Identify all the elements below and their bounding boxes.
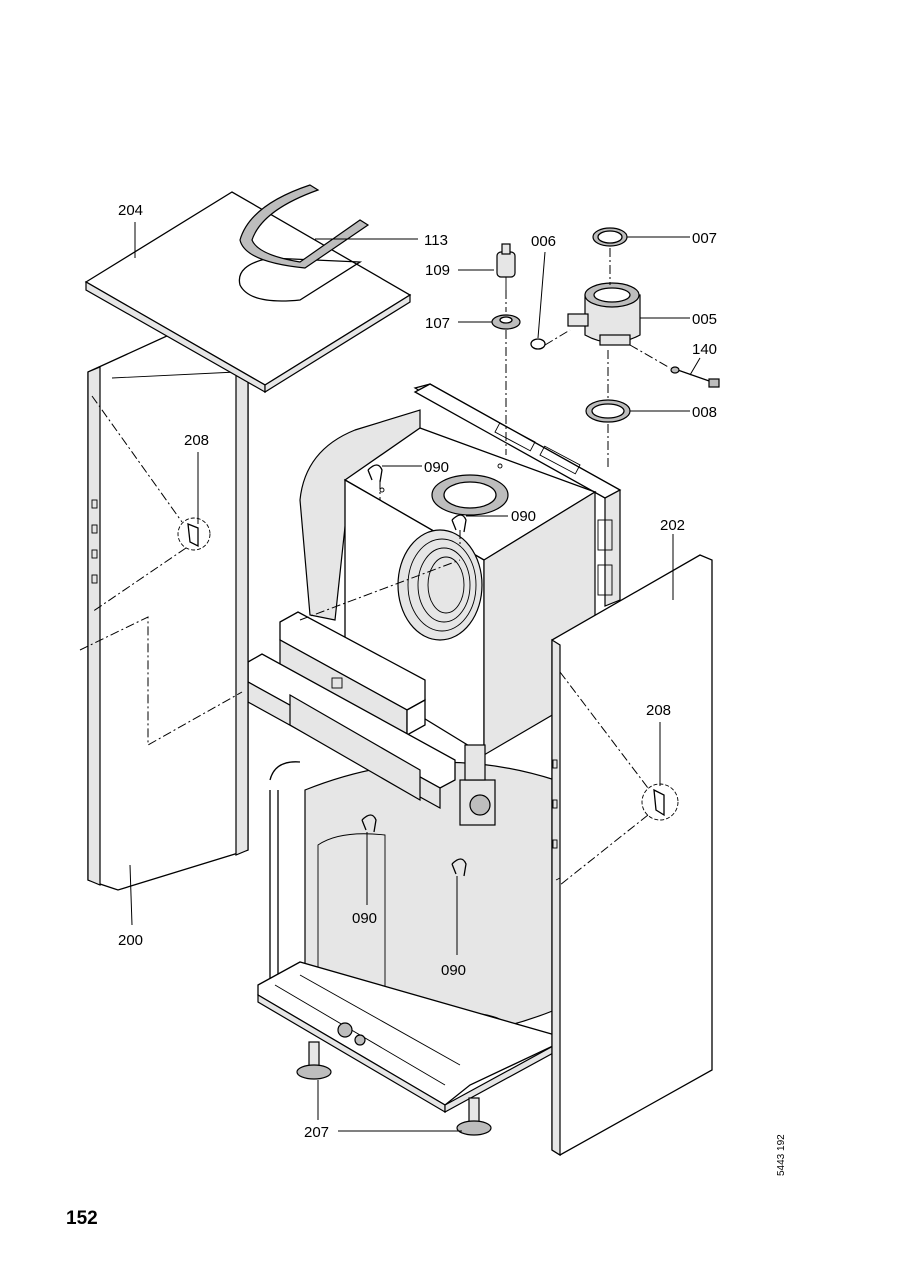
label-007: 007 — [692, 230, 717, 247]
bracket-208-left — [177, 517, 211, 551]
label-208-left: 208 — [184, 432, 209, 449]
base-frame — [257, 961, 556, 1114]
label-005: 005 — [692, 311, 717, 328]
label-207: 207 — [304, 1124, 329, 1141]
label-090-c: 090 — [352, 910, 377, 927]
clip-090-c — [361, 814, 377, 833]
sensor-140 — [670, 366, 720, 388]
flue-adaptor-005 — [567, 282, 641, 346]
gasket-008 — [585, 399, 631, 423]
rear-frame — [413, 383, 622, 607]
air-vent-109 — [496, 243, 516, 290]
assembly-lines — [79, 248, 671, 886]
clip-090-a — [367, 464, 383, 483]
top-cover — [84, 191, 412, 394]
label-202: 202 — [660, 517, 685, 534]
document-code: 5443 192 — [776, 1134, 787, 1176]
label-200: 200 — [118, 932, 143, 949]
heat-exchanger-module — [299, 409, 597, 757]
label-204: 204 — [118, 202, 143, 219]
label-006: 006 — [531, 233, 556, 250]
label-208-right: 208 — [646, 702, 671, 719]
adjustable-foot-right — [456, 1097, 492, 1136]
label-090-a: 090 — [424, 459, 449, 476]
gasket-107 — [491, 314, 521, 330]
o-ring-006 — [530, 338, 546, 350]
leader-lines — [129, 222, 701, 1132]
front-panel-right — [551, 554, 713, 1157]
label-140: 140 — [692, 341, 717, 358]
seal-113 — [239, 184, 370, 269]
label-008: 008 — [692, 404, 717, 421]
part-labels: 204 113 109 006 007 107 005 140 008 208 … — [118, 202, 717, 1141]
gasket-007 — [592, 227, 628, 247]
gas-valve — [459, 744, 496, 826]
label-113: 113 — [424, 232, 448, 249]
adjustable-foot-left — [296, 1041, 332, 1080]
side-panel-left — [87, 329, 249, 891]
page-number: 152 — [66, 1208, 98, 1229]
clip-090-d — [451, 858, 467, 877]
label-107: 107 — [425, 315, 450, 332]
label-090-d: 090 — [441, 962, 466, 979]
clip-090-b — [451, 514, 467, 533]
label-109: 109 — [425, 262, 450, 279]
label-090-b: 090 — [511, 508, 536, 525]
control-unit — [247, 611, 456, 810]
